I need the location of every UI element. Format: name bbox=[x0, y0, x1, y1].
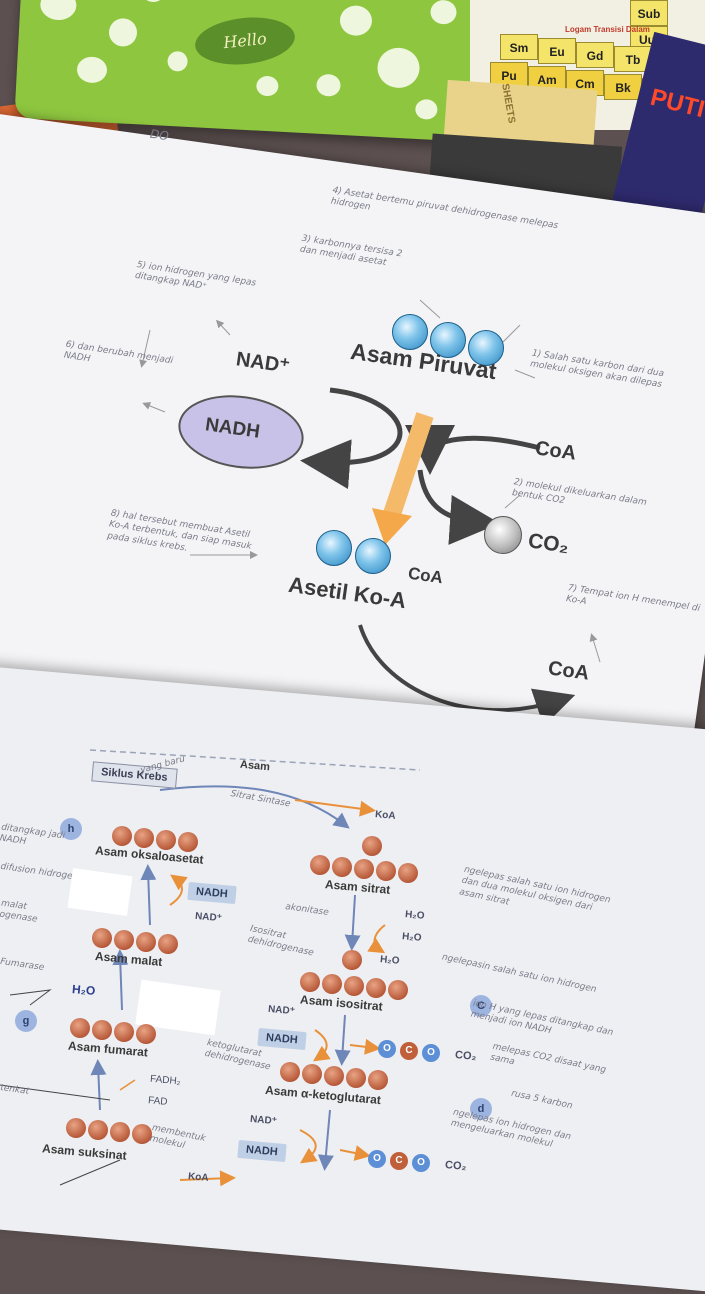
sitrat-c-top bbox=[362, 836, 382, 856]
sitrat-c5 bbox=[398, 863, 418, 883]
co2-2-o-left: O bbox=[368, 1150, 386, 1168]
sitrat-c2 bbox=[332, 857, 352, 877]
suksinat-c4 bbox=[132, 1124, 152, 1144]
label-h2o-1: H₂O bbox=[404, 909, 425, 922]
label-h2o-3: H₂O bbox=[379, 954, 400, 967]
co2-1-c: C bbox=[400, 1042, 418, 1060]
suksinat-c2 bbox=[88, 1120, 108, 1140]
co2-1-o-right: O bbox=[422, 1044, 440, 1062]
sitrat-c3 bbox=[354, 859, 374, 879]
sitrat-c1 bbox=[310, 855, 330, 875]
malat-c1 bbox=[92, 928, 112, 948]
pt-cell-pu: Pu bbox=[490, 62, 528, 88]
pt-cell-bk: Bk bbox=[604, 74, 642, 100]
pt-caption: Logam Transisi Dalam bbox=[565, 25, 650, 34]
co2-1-o-left: O bbox=[378, 1040, 396, 1058]
pyruvate-carbon-1 bbox=[392, 314, 428, 350]
label-nad-plus-1: NAD⁺ bbox=[194, 910, 223, 925]
label-asam-top: Asam bbox=[239, 758, 271, 774]
malat-c4 bbox=[158, 934, 178, 954]
malat-c3 bbox=[136, 932, 156, 952]
pt-cell-gd: Gd bbox=[576, 42, 614, 68]
krebs-arrows bbox=[0, 749, 421, 1187]
ketoglutarat-c5 bbox=[368, 1070, 388, 1090]
pyruvate-diagram-arrows bbox=[139, 299, 601, 727]
isositrat-c5 bbox=[388, 980, 408, 1000]
fumarat-c1 bbox=[70, 1018, 90, 1038]
pyruvate-carbon-2 bbox=[430, 322, 466, 358]
oksaloasetat-c3 bbox=[156, 830, 176, 850]
oksaloasetat-c2 bbox=[134, 828, 154, 848]
isositrat-c4 bbox=[366, 978, 386, 998]
step-c: C bbox=[470, 995, 492, 1017]
pt-cell-sub: Sub bbox=[630, 0, 668, 26]
label-koa-top: KoA bbox=[374, 809, 397, 822]
fumarat-c2 bbox=[92, 1020, 112, 1040]
step-d: d bbox=[470, 1098, 492, 1120]
co2-2-c: C bbox=[390, 1152, 408, 1170]
whiteout-1 bbox=[67, 868, 133, 916]
label-h2o-2: H₂O bbox=[401, 931, 422, 944]
suksinat-c1 bbox=[66, 1118, 86, 1138]
label-fad: FAD bbox=[147, 1095, 168, 1108]
pt-cell-eu: Eu bbox=[538, 38, 576, 64]
ketoglutarat-c1 bbox=[280, 1062, 300, 1082]
sitrat-c4 bbox=[376, 861, 396, 881]
label-h2o-hand: H₂O bbox=[71, 982, 96, 998]
ketoglutarat-c4 bbox=[346, 1068, 366, 1088]
label-koa-bottom: KoA bbox=[187, 1171, 210, 1184]
ketoglutarat-c2 bbox=[302, 1064, 322, 1084]
pt-cell-sm: Sm bbox=[500, 34, 538, 60]
label-nad-plus-2: NAD⁺ bbox=[267, 1003, 296, 1018]
pt-cell-tb: Tb bbox=[614, 46, 652, 72]
step-g: g bbox=[15, 1010, 37, 1032]
co2-2-o-right: O bbox=[412, 1154, 430, 1172]
label-co2-1: CO₂ bbox=[454, 1049, 477, 1063]
oksaloasetat-c1 bbox=[112, 826, 132, 846]
fumarat-c4 bbox=[136, 1024, 156, 1044]
isositrat-c2 bbox=[322, 974, 342, 994]
fumarat-c3 bbox=[114, 1022, 134, 1042]
isositrat-c-top bbox=[342, 950, 362, 970]
label-co2-2: CO₂ bbox=[444, 1159, 467, 1173]
isositrat-c3 bbox=[344, 976, 364, 996]
oksaloasetat-c4 bbox=[178, 832, 198, 852]
co2-ball bbox=[484, 516, 522, 554]
suksinat-c3 bbox=[110, 1122, 130, 1142]
malat-c2 bbox=[114, 930, 134, 950]
acetyl-carbon-1 bbox=[316, 530, 352, 566]
acetyl-carbon-2 bbox=[355, 538, 391, 574]
step-h: h bbox=[60, 818, 82, 840]
label-nad-plus-3: NAD⁺ bbox=[249, 1113, 278, 1128]
ketoglutarat-c3 bbox=[324, 1066, 344, 1086]
isositrat-c1 bbox=[300, 972, 320, 992]
pyruvate-carbon-3 bbox=[468, 330, 504, 366]
